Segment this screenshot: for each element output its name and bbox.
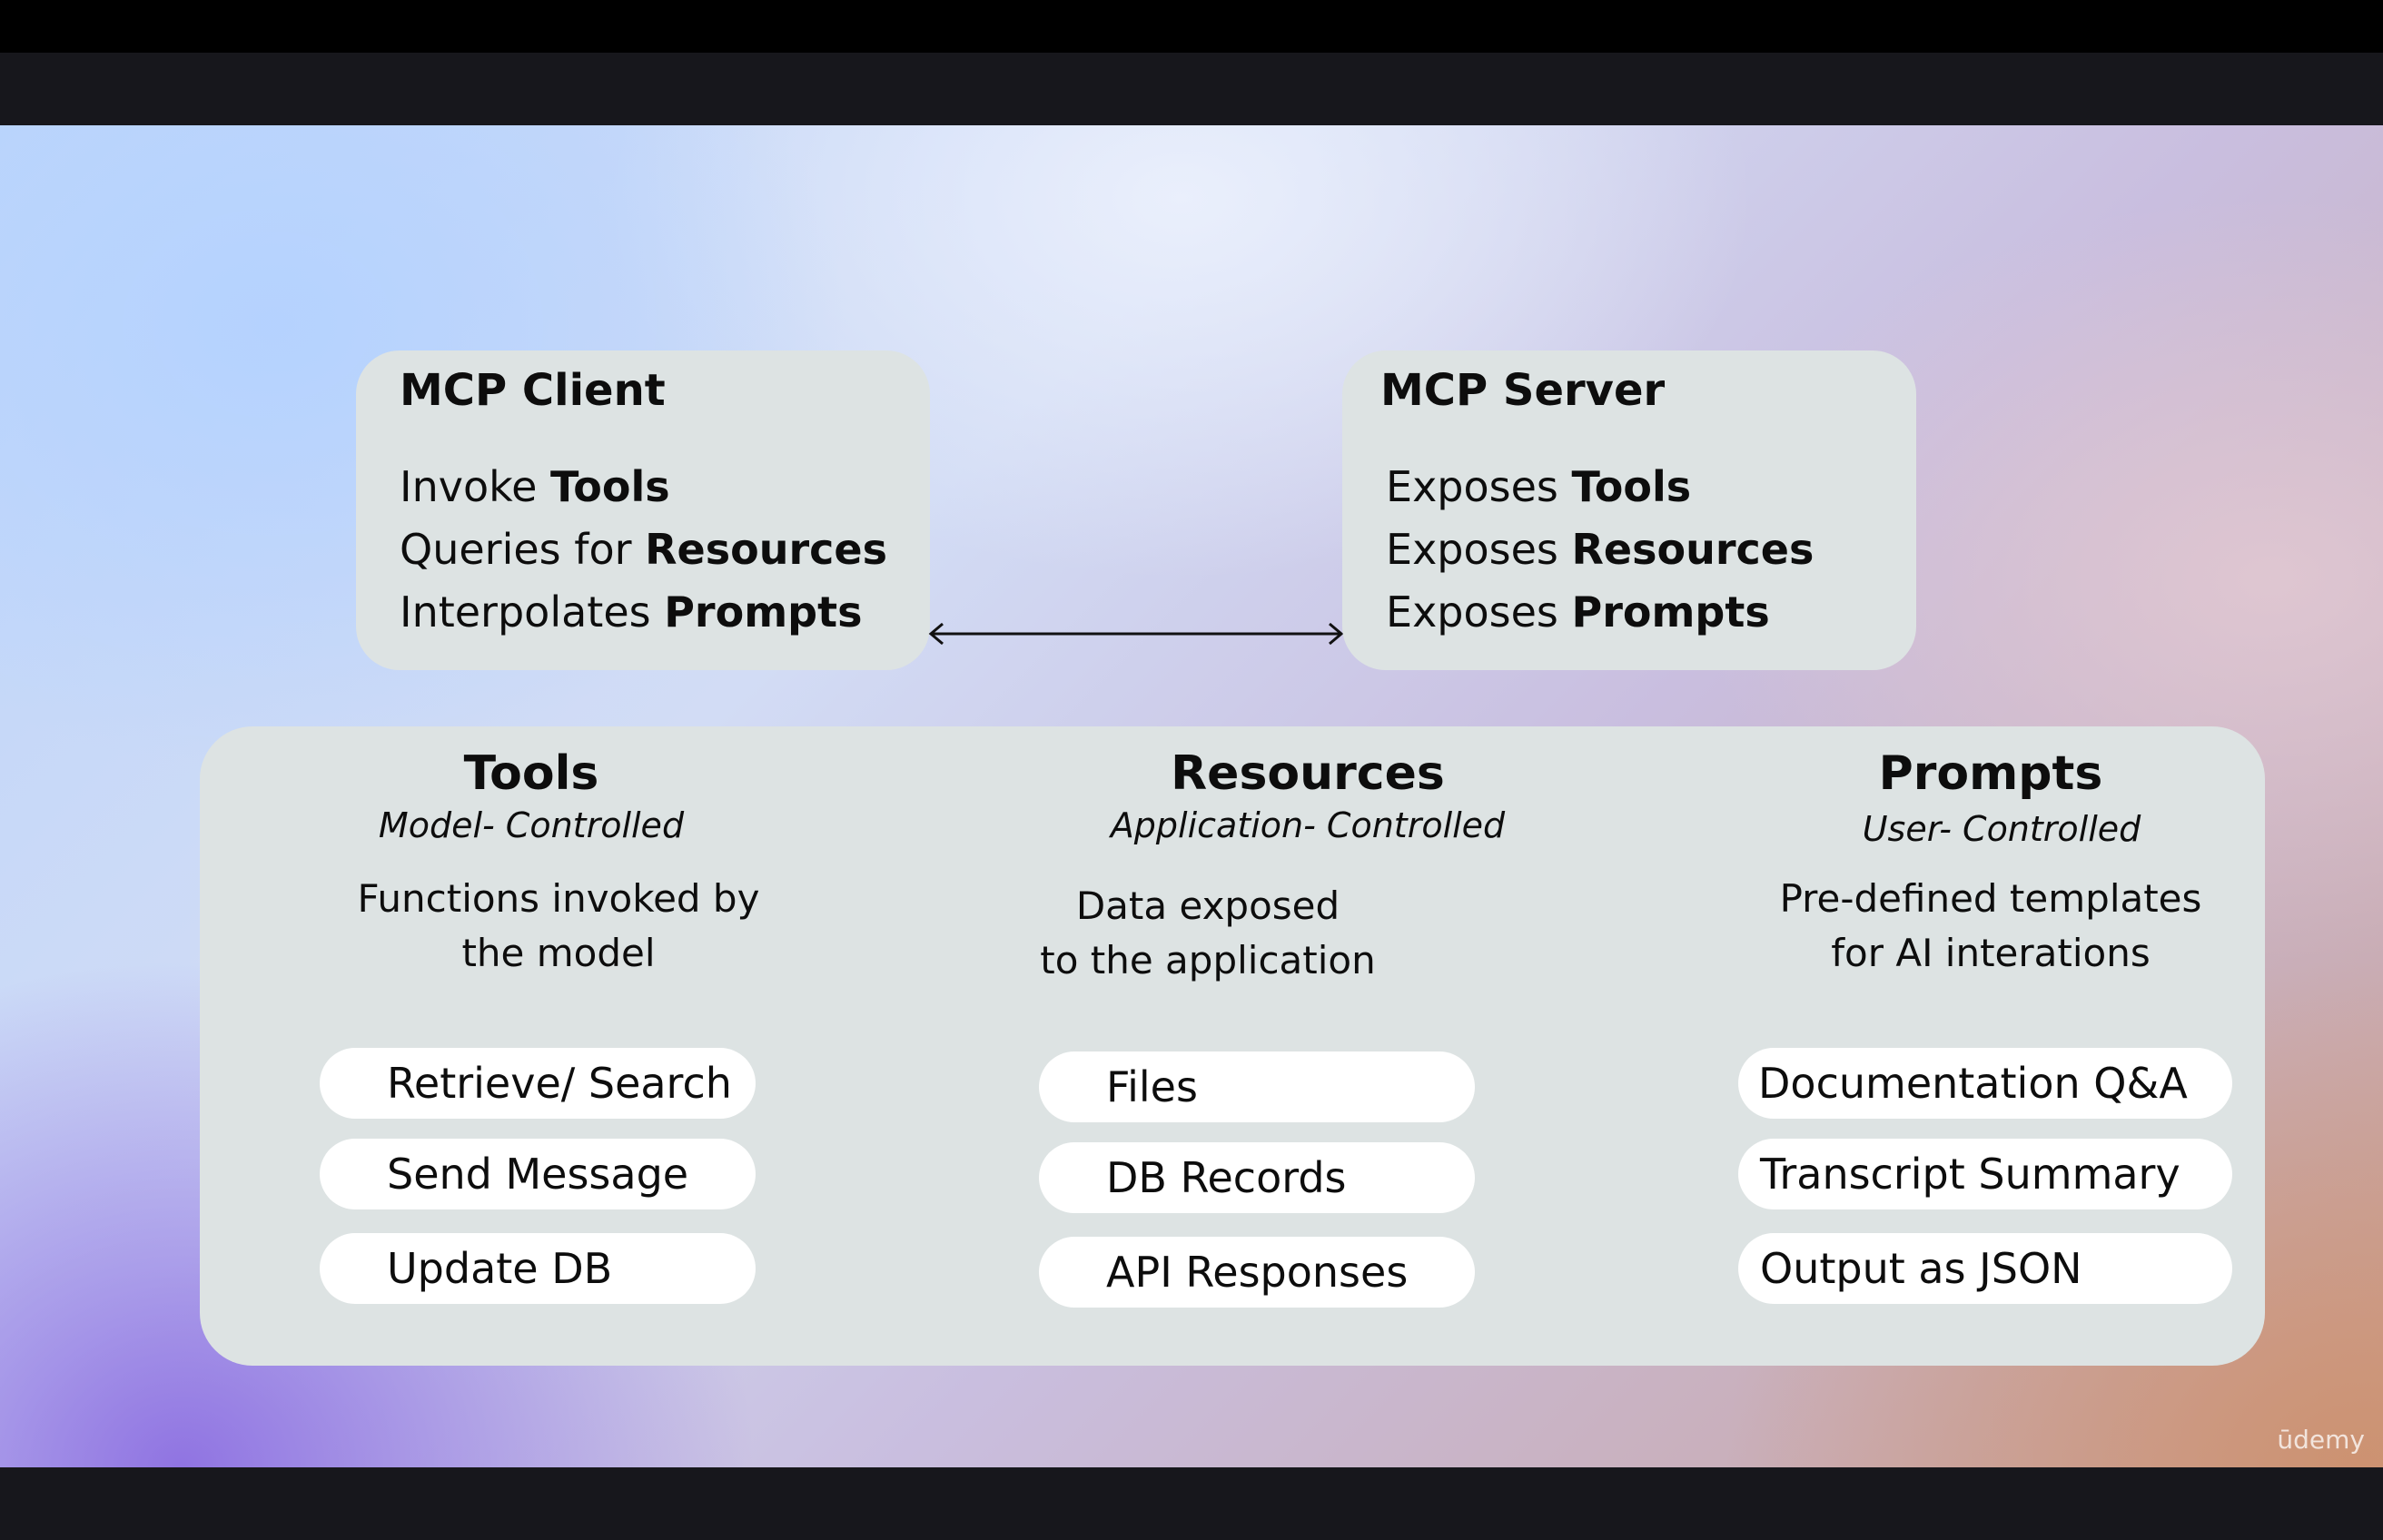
tools-description: Functions invoked by the model: [345, 872, 772, 981]
tools-item-send-message: Send Message: [320, 1139, 756, 1209]
server-line-resources: Exposes Resources: [1386, 518, 1814, 581]
prompts-description-line-1: Pre-defined templates: [1779, 876, 2202, 921]
tools-description-line-2: the model: [461, 931, 656, 975]
server-line-tools: Exposes Tools: [1386, 456, 1814, 518]
mcp-server-card: MCP Server Exposes Tools Exposes Resourc…: [1342, 350, 1916, 670]
prompts-title: Prompts: [1878, 746, 2103, 801]
server-line-tools-bold: Tools: [1571, 462, 1692, 511]
resources-title: Resources: [1171, 746, 1445, 801]
resources-description: Data exposed to the application: [908, 879, 1508, 988]
server-line-prompts-bold: Prompts: [1571, 587, 1770, 637]
mcp-client-card: MCP Client Invoke Tools Queries for Reso…: [356, 350, 930, 670]
server-line-tools-prefix: Exposes: [1386, 462, 1572, 511]
client-line-tools-prefix: Invoke: [400, 462, 551, 511]
client-line-prompts: Interpolates Prompts: [400, 581, 887, 644]
udemy-watermark: ūdemy: [2277, 1425, 2365, 1455]
prompts-item-output-json: Output as JSON: [1738, 1233, 2232, 1304]
resources-description-line-2: to the application: [1040, 938, 1376, 982]
prompts-subtitle: User- Controlled: [1862, 809, 2141, 849]
prompts-column: Prompts User- Controlled Pre-defined tem…: [1771, 726, 2243, 1366]
server-line-resources-prefix: Exposes: [1386, 525, 1572, 574]
tools-item-update-db: Update DB: [320, 1233, 756, 1304]
resources-description-line-1: Data exposed: [1075, 884, 1340, 928]
prompts-description: Pre-defined templates for AI interations: [1755, 872, 2227, 981]
tools-item-retrieve-search: Retrieve/ Search: [320, 1048, 756, 1119]
mcp-server-title: MCP Server: [1380, 365, 1666, 416]
client-line-tools: Invoke Tools: [400, 456, 887, 518]
server-line-prompts-prefix: Exposes: [1386, 587, 1572, 637]
prompts-description-line-2: for AI interations: [1831, 931, 2151, 975]
client-line-tools-bold: Tools: [550, 462, 670, 511]
client-line-resources: Queries for Resources: [400, 518, 887, 581]
client-line-prompts-bold: Prompts: [664, 587, 863, 637]
resources-item-files: Files: [1039, 1051, 1475, 1122]
tools-title: Tools: [463, 746, 599, 801]
mcp-server-capabilities: Exposes Tools Exposes Resources Exposes …: [1386, 456, 1814, 644]
resources-subtitle: Application- Controlled: [1110, 805, 1506, 845]
client-line-prompts-prefix: Interpolates: [400, 587, 665, 637]
slide: MCP Client Invoke Tools Queries for Reso…: [0, 125, 2383, 1467]
tools-column: Tools Model- Controlled Functions invoke…: [318, 726, 760, 1366]
video-top-bar: [0, 0, 2383, 53]
tools-subtitle: Model- Controlled: [378, 805, 685, 845]
video-bottom-bar: [0, 1467, 2383, 1540]
mcp-client-title: MCP Client: [400, 365, 666, 416]
server-line-prompts: Exposes Prompts: [1386, 581, 1814, 644]
mcp-client-capabilities: Invoke Tools Queries for Resources Inter…: [400, 456, 887, 644]
resources-item-api-responses: API Responses: [1039, 1237, 1475, 1308]
prompts-item-documentation-qa: Documentation Q&A: [1738, 1048, 2232, 1119]
prompts-item-transcript-summary: Transcript Summary: [1738, 1139, 2232, 1209]
primitives-card: Tools Model- Controlled Functions invoke…: [200, 726, 2265, 1366]
server-line-resources-bold: Resources: [1571, 525, 1814, 574]
resources-column: Resources Application- Controlled Data e…: [1008, 726, 1607, 1366]
client-line-resources-bold: Resources: [645, 525, 888, 574]
tools-description-line-1: Functions invoked by: [357, 876, 760, 921]
client-line-resources-prefix: Queries for: [400, 525, 646, 574]
bidirectional-arrow: [928, 622, 1344, 646]
resources-item-db-records: DB Records: [1039, 1142, 1475, 1213]
